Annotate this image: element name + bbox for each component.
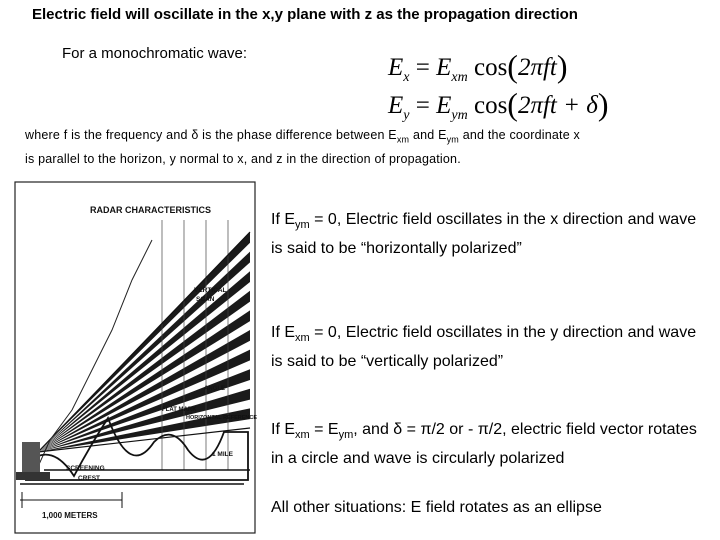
monochromatic-label: For a monochromatic wave: bbox=[62, 45, 248, 62]
figure-label-angle: ANGLE bbox=[204, 386, 225, 392]
radar-antenna bbox=[22, 442, 40, 476]
radar-beam bbox=[38, 330, 250, 452]
equation-ey: Ey = Eym cos(2πft + δ) bbox=[388, 86, 609, 123]
elliptical-polarization-text: All other situations: E field rotates as… bbox=[271, 499, 602, 516]
radar-beam bbox=[38, 290, 250, 452]
figure-label-mile: 1 MILE bbox=[212, 451, 234, 458]
circular-polarization-text: If Exm = Eym, and δ = π/2 or - π/2, elec… bbox=[271, 421, 697, 468]
figure-label-horizontal-reference: HORIZONTAL REFERENCE bbox=[186, 415, 257, 421]
radar-beam bbox=[38, 310, 250, 452]
figure-label-vertical: VERTICAL bbox=[194, 287, 227, 294]
figure-label-meters: 1,000 METERS bbox=[42, 511, 98, 520]
radar-beam bbox=[38, 388, 250, 452]
figure-label-scan: SCAN bbox=[196, 296, 215, 303]
definitions-text: where f is the frequency and δ is the ph… bbox=[25, 128, 580, 166]
radar-beam bbox=[38, 408, 250, 452]
terrain-outline bbox=[24, 415, 249, 481]
figure-title: RADAR CHARACTERISTICS bbox=[90, 205, 211, 215]
figure-label-crest: CREST bbox=[78, 475, 100, 482]
vertical-polarization-text: If Exm = 0, Electric field oscillates in… bbox=[271, 324, 697, 371]
equation-ex: Ex = Exm cos(2πft) bbox=[388, 48, 568, 85]
figure-label-flat-mark: FLAT MARK bbox=[162, 407, 197, 413]
radar-characteristics-figure: RADAR CHARACTERISTICS VERTICAL SCAN ANGL… bbox=[12, 180, 258, 535]
slide-title: Electric field will oscillate in the x,y… bbox=[32, 6, 578, 23]
horizontal-polarization-text: If Eym = 0, Electric field oscillates in… bbox=[271, 211, 697, 258]
figure-label-screening: SCREENING bbox=[66, 465, 105, 472]
